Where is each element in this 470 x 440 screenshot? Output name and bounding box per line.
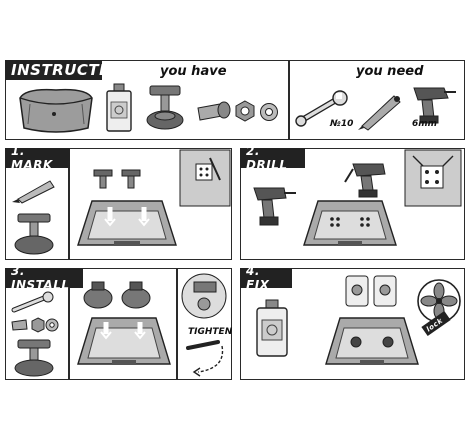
wrench-size-label: №10 [330,119,354,129]
drill-icon [344,163,386,198]
parts-bag-icon [19,88,93,133]
requirements-divider [288,60,290,140]
glue-bottle-icon [106,83,132,132]
mount-bracket-icon [14,339,54,377]
step-3-label: 3. INSTALL [5,264,83,292]
marker-icon [12,180,55,204]
wrench-icon [295,90,348,127]
bolt-nut-washer-icon [11,317,59,333]
step-1-label: 1. MARK [5,144,70,172]
washer-icon [260,103,278,121]
bolt-detail-icon [181,273,227,319]
nut-icon [235,100,255,122]
step-1-divider [68,168,70,260]
marking-detail-icon [179,149,231,207]
roof-box-base-icon [325,317,419,365]
wrench-icon [11,291,54,313]
step-4-label: 4. FIX [240,264,292,292]
tighten-arrow-icon [186,340,224,377]
bolt-icon [197,101,231,121]
drill-icon [413,87,456,124]
mounts-installed-icon [83,281,151,309]
mount-bracket-icon [93,169,141,189]
mount-bracket-icon [14,213,54,255]
drill-icon [253,187,296,226]
end-caps-icon [345,275,397,307]
drilling-detail-icon [404,149,462,207]
tighten-label: TIGHTEN [188,327,233,337]
page-title: INSTRUCTION [5,60,131,80]
you-need-heading: you need [356,64,424,79]
you-have-heading: you have [160,64,227,79]
roof-box-base-icon [77,200,177,246]
roof-box-base-icon [303,200,397,246]
marker-icon [358,95,401,131]
step-3-divider [68,288,70,380]
mount-bracket-icon [146,85,184,130]
drill-bit-size-label: 6mm [412,119,438,129]
step-2-label: 2. DRILL [240,144,305,172]
step-3-detail-divider [176,268,178,380]
glue-bottle-icon [256,299,288,357]
roof-box-base-icon [77,317,171,365]
